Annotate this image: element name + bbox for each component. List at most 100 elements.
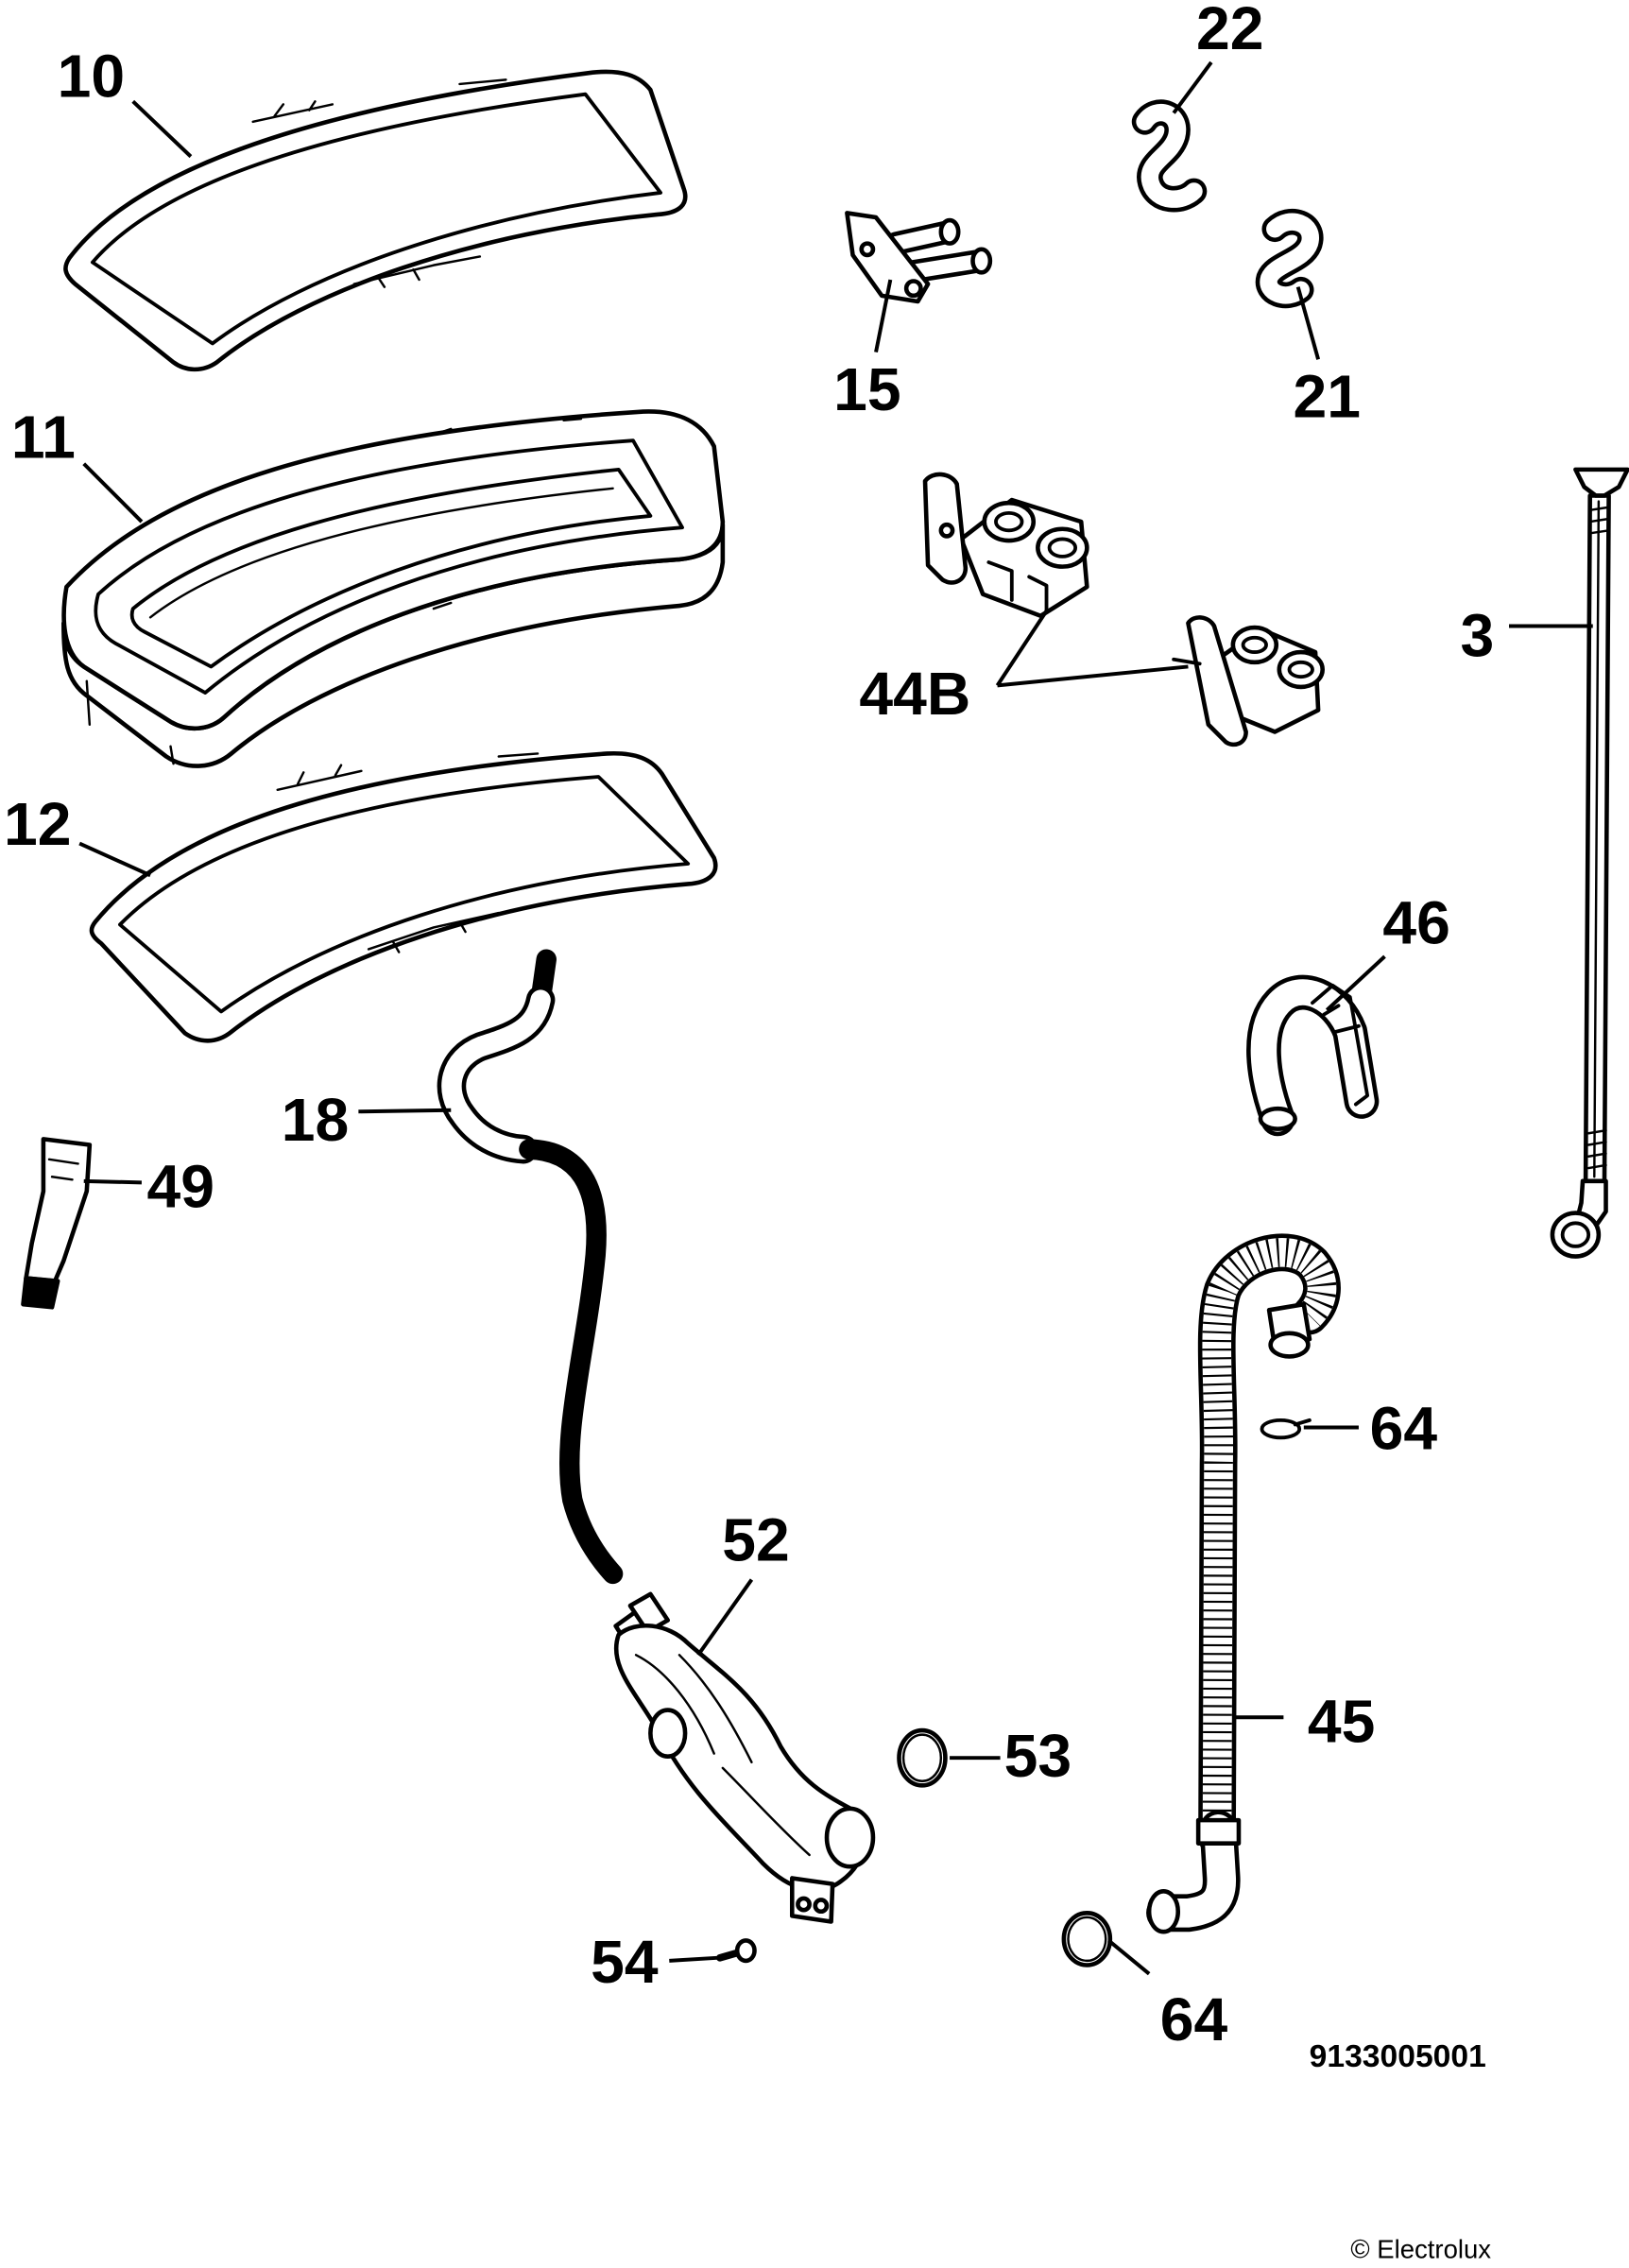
drawing-number: 9133005001 — [1310, 2039, 1486, 2074]
part-44b-upper-pin — [938, 522, 955, 539]
callout-21: 21 — [1294, 363, 1361, 431]
callout-18: 18 — [282, 1086, 349, 1154]
leader-line-54 — [669, 1955, 717, 1963]
part-45-hose-body — [1202, 1238, 1337, 1852]
part-44b-upper-post — [986, 560, 1049, 614]
part-64-lower-ring-inner — [1067, 1916, 1107, 1963]
part-18-hose — [437, 949, 624, 1585]
callout-64-upper: 64 — [1370, 1394, 1438, 1462]
part-52-pump-housing — [613, 1591, 876, 1924]
callout-11: 11 — [11, 404, 76, 472]
part-49-brush — [21, 1137, 93, 1310]
callout-3: 3 — [1461, 602, 1495, 670]
part-44b-clip-upper — [922, 472, 1089, 619]
part-15-bracket — [845, 211, 993, 304]
callout-12: 12 — [4, 790, 71, 858]
part-64-upper-tab — [1293, 1418, 1312, 1427]
leader-line-12 — [78, 841, 151, 878]
part-44b-lower-plate — [1186, 615, 1248, 747]
part-21-hose — [1255, 208, 1324, 309]
part-52-side-bulge — [648, 1708, 688, 1759]
part-3-rod-head — [1573, 467, 1629, 498]
callout-10: 10 — [58, 43, 125, 111]
part-53-ring-inner — [901, 1733, 943, 1782]
part-10-details — [251, 78, 507, 288]
part-18-black-section — [519, 1139, 624, 1585]
part-21-hose-body — [1260, 213, 1319, 304]
leader-line-18 — [358, 1108, 452, 1114]
part-44b-lower-ring-2 — [1277, 649, 1325, 690]
callout-44b: 44B — [859, 660, 970, 728]
part-3-rod — [1550, 467, 1629, 1259]
part-12-gasket — [89, 750, 718, 1043]
copyright-notice: © Electrolux — [1350, 2234, 1491, 2263]
part-46-u-hose — [1246, 974, 1380, 1137]
part-54-screw-head — [734, 1938, 757, 1964]
part-3-end-ring — [1550, 1211, 1602, 1259]
part-44b-lower-ring-2-inner — [1287, 660, 1314, 679]
part-12-outline — [89, 750, 718, 1043]
part-18-white-section — [441, 989, 551, 1160]
part-46-hose-body — [1250, 979, 1375, 1132]
callout-53: 53 — [1004, 1722, 1072, 1790]
callout-15: 15 — [833, 355, 900, 423]
part-64-clamp-upper — [1260, 1418, 1312, 1440]
part-44b-lower-ring-1-inner — [1241, 635, 1268, 655]
part-12-inner-edge — [118, 775, 691, 1014]
part-52-port — [824, 1806, 876, 1869]
part-15-hole-1 — [859, 241, 876, 258]
callout-22: 22 — [1196, 0, 1263, 62]
leader-line-21 — [1295, 286, 1321, 360]
part-15-plate — [845, 211, 931, 304]
part-64-lower-ring-outer — [1061, 1910, 1113, 1967]
callout-49: 49 — [146, 1152, 214, 1220]
part-52-outlet-hole-2 — [813, 1898, 830, 1915]
part-44b-lower-ring-1 — [1230, 625, 1279, 665]
part-54-screw — [715, 1938, 757, 1964]
part-15-nozzle-end-2 — [970, 247, 993, 275]
callout-52: 52 — [722, 1506, 789, 1574]
part-52-ridges — [634, 1654, 811, 1857]
leader-line-49 — [83, 1178, 142, 1185]
part-10-inner-edge — [90, 92, 662, 346]
part-64-ring-lower — [1061, 1910, 1113, 1967]
part-46-hose-end — [1258, 1106, 1297, 1131]
part-15-nozzle-end-1 — [938, 217, 961, 246]
part-15-hole-2 — [903, 279, 923, 299]
part-11-opening — [94, 438, 684, 695]
leader-line-44b — [995, 607, 1189, 688]
part-22-hose-body — [1136, 103, 1203, 208]
part-44b-upper-ring-2-inner — [1047, 537, 1078, 558]
part-44b-upper-ring-1-inner — [994, 510, 1024, 533]
part-45-drain-hose — [1146, 1233, 1341, 1934]
leader-line-52 — [696, 1578, 754, 1657]
part-46-clip — [1311, 983, 1370, 1107]
part-12-details — [276, 752, 540, 954]
part-53-ring-outer — [897, 1727, 948, 1788]
callout-54: 54 — [591, 1928, 659, 1996]
part-44b-upper-ring-2 — [1036, 526, 1089, 569]
part-45-elbow-end — [1146, 1888, 1181, 1934]
callout-45: 45 — [1308, 1687, 1375, 1755]
part-64-upper-ring — [1260, 1418, 1302, 1440]
leader-line-46 — [1325, 954, 1386, 1012]
part-44b-upper-ring-1 — [982, 500, 1037, 543]
part-3-rod-centerline — [1593, 500, 1601, 1178]
part-53-o-ring — [897, 1727, 948, 1788]
part-22-hose — [1131, 99, 1208, 213]
part-45-elbow-collar — [1195, 1817, 1242, 1846]
part-11-lip-detail — [85, 417, 614, 765]
part-11-seal-frame — [61, 409, 726, 768]
leader-line-15 — [874, 279, 893, 353]
part-49-bristles — [21, 1276, 60, 1310]
leader-line-11 — [82, 462, 144, 524]
leader-line-22 — [1172, 60, 1213, 114]
part-10-outline — [63, 69, 688, 372]
callout-46: 46 — [1382, 888, 1449, 956]
part-52-outlet-hole-1 — [796, 1896, 812, 1913]
part-3-rod-hatching — [1586, 506, 1610, 1170]
leader-line-10 — [131, 99, 193, 159]
part-44b-clip-lower — [1172, 615, 1325, 747]
part-45-top-fitting-end — [1268, 1331, 1311, 1359]
